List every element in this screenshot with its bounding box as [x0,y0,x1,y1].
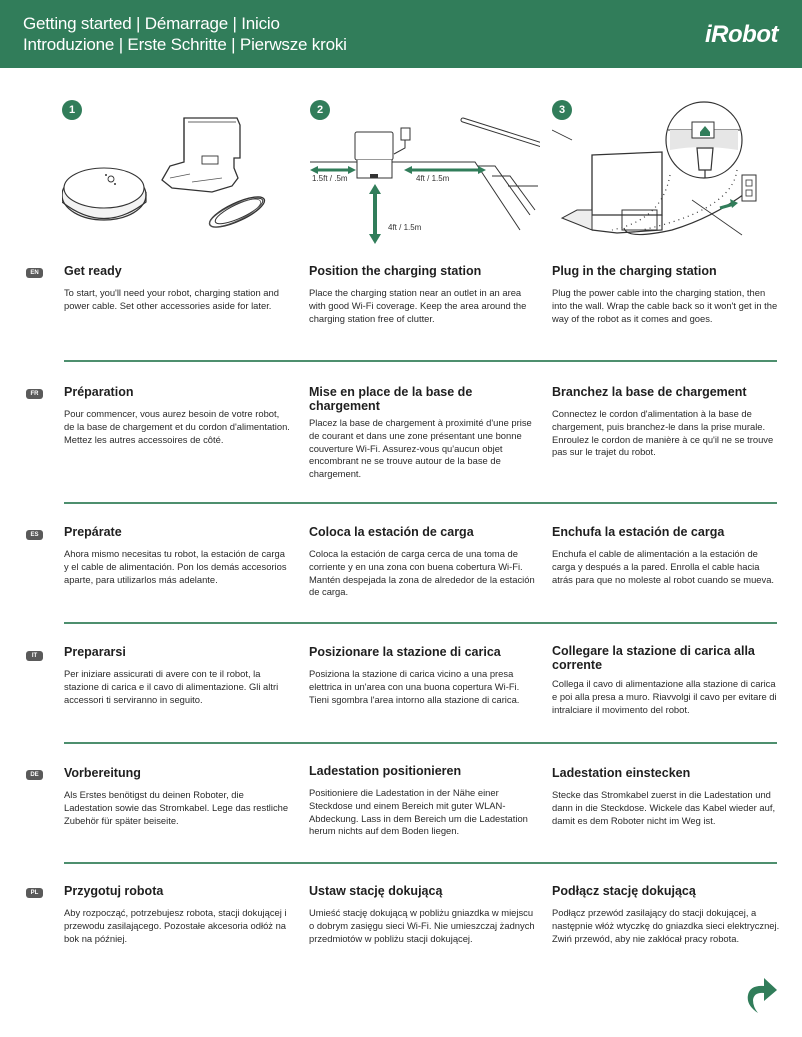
step-title: Ustaw stację dokującą [309,884,443,898]
step-title: Prepararsi [64,645,126,659]
step-body: Collega il cavo di alimentazione alla st… [552,678,777,715]
step-title: Préparation [64,385,134,399]
illustration-step-1: 1 [62,100,292,250]
step-title: Plug in the charging station [552,264,717,278]
illustration-step-3: 3 [552,100,782,250]
step-title: Coloca la estación de carga [309,525,474,539]
next-page-arrow-icon[interactable] [744,975,778,1015]
section-divider [64,360,777,362]
step-body: Positioniere die Ladestation in der Nähe… [309,787,528,837]
step-number-badge: 1 [62,100,82,120]
header-title-line1: Getting started | Démarrage | Inicio [23,14,280,33]
illustration-step-2: 2 1.5ft / .5m 4ft / 1.5m 4ft / 1.5m [310,100,540,250]
step-body: Place the charging station near an outle… [309,287,527,324]
page-header: Getting started | Démarrage | Inicio Int… [0,0,802,68]
step-body: Umieść stację dokującą w pobliżu gniazdk… [309,907,535,944]
step-title: Position the charging station [309,264,482,278]
step-body: Aby rozpocząć, potrzebujesz robota, stac… [64,907,287,944]
language-badge: EN [26,268,43,278]
step-body: Per iniziare assicurati di avere con te … [64,668,279,705]
step-1-column: Get ready To start, you'll need your robo… [64,264,292,313]
step-title: Ladestation positionieren [309,764,462,778]
plug-in-illustration [552,101,757,236]
step-title: Enchufa la estación de carga [552,525,725,539]
dimension-front: 4ft / 1.5m [388,223,422,232]
step-title: Vorbereitung [64,766,141,780]
step-title: Podłącz stację dokującą [552,884,696,898]
step-body: To start, you'll need your robot, chargi… [64,287,279,311]
section-divider [64,742,777,744]
language-badge: FR [26,389,43,399]
robot-station-cable-illustration [62,117,266,228]
section-divider [64,862,777,864]
dimension-side: 1.5ft / .5m [312,174,348,183]
step-body: Ahora mismo necesitas tu robot, la estac… [64,548,287,585]
step-title: Prepárate [64,525,122,539]
step-title: Get ready [64,264,122,278]
step-title: Posizionare la stazione di carica [309,645,501,659]
language-badge: ES [26,530,43,540]
language-badge: DE [26,770,43,780]
language-badge: PL [26,888,43,898]
step-body: Podłącz przewód zasilający do stacji dok… [552,907,780,944]
step-body: Coloca la estación de carga cerca de una… [309,548,535,598]
step-3-column: Collegare la stazione di carica alla cor… [552,644,780,716]
step-title: Branchez la base de chargement [552,385,747,399]
step-body: Plug the power cable into the charging s… [552,287,778,324]
irobot-logo: iRobot [705,21,778,48]
dimension-right: 4ft / 1.5m [416,174,450,183]
step-body: Posiziona la stazione di carica vicino a… [309,668,520,705]
step-title: Ladestation einstecken [552,766,691,780]
step-body: Placez la base de chargement à proximité… [309,417,532,480]
step-body: Als Erstes benötigst du deinen Roboter, … [64,789,289,826]
step-body: Pour commencer, vous aurez besoin de vot… [64,408,290,445]
step-title: Collegare la stazione di carica alla cor… [552,644,755,672]
station-clearance-illustration [310,117,540,244]
step-body: Connectez le cordon d'alimentation à la … [552,408,774,458]
step-body: Stecke das Stromkabel zuerst in die Lade… [552,789,776,826]
step-number-badge: 2 [310,100,330,120]
step-title: Przygotuj robota [64,884,164,898]
section-divider [64,502,777,504]
step-body: Enchufa el cable de alimentación a la es… [552,548,775,585]
header-title-line2: Introduzione | Erste Schritte | Pierwsze… [23,35,347,54]
step-title: Mise en place de la base de chargement [309,385,473,413]
step-number-badge: 3 [552,100,572,120]
header-titles: Getting started | Démarrage | Inicio Int… [23,13,347,55]
language-badge: IT [26,651,43,661]
section-divider [64,622,777,624]
